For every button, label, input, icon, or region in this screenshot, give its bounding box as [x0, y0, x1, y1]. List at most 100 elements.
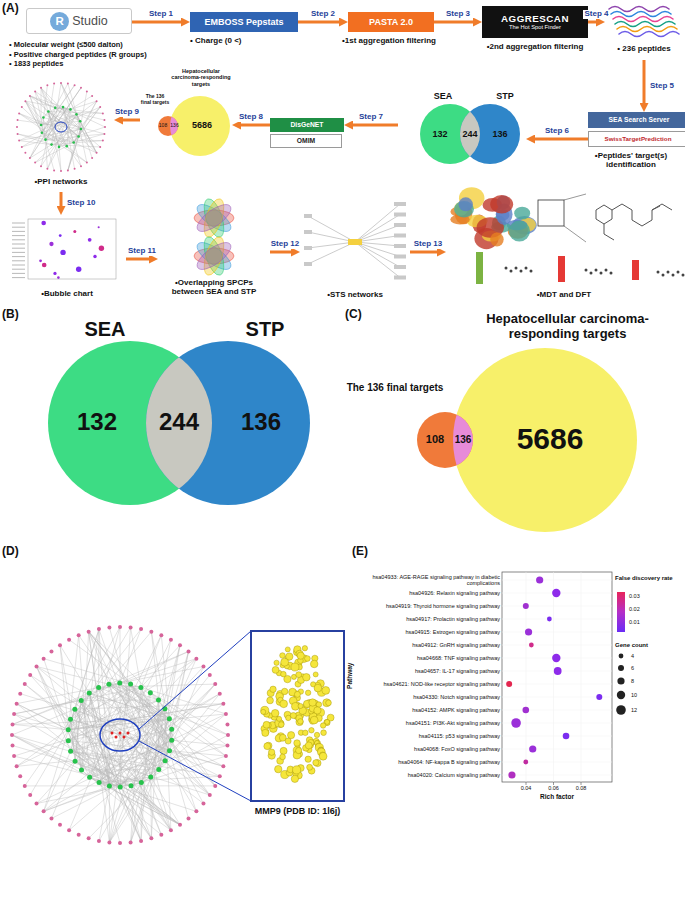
caption-group: • Molecular weight (≤500 dalton)• Positi…	[9, 41, 187, 70]
network-node	[54, 107, 57, 110]
network-edge	[46, 88, 81, 140]
step-label: Step 6	[544, 127, 570, 136]
size-legend-dot	[617, 691, 625, 699]
network-node	[167, 748, 172, 753]
network-node	[75, 113, 78, 116]
network-node	[80, 87, 82, 89]
mini-bubble	[42, 263, 47, 268]
tool-box: PASTA 2.0•1st aggregation filtering	[348, 12, 434, 32]
sts-node	[394, 223, 406, 227]
node-text: 136	[231, 408, 291, 436]
box-label-group: EMBOSS Pepstats	[190, 12, 298, 32]
protein-surface	[509, 221, 530, 242]
protein-atom	[294, 691, 300, 697]
network-node	[15, 702, 19, 706]
network-node	[226, 733, 230, 737]
network-edge	[68, 629, 99, 730]
network-edge	[99, 629, 151, 777]
network-edge	[30, 675, 165, 761]
network-node	[139, 839, 143, 843]
pathway-bubble	[536, 576, 543, 583]
tool-box: AGGRESCANThe Hot Spot Finder•2nd aggrega…	[482, 6, 588, 38]
step-arrow	[60, 192, 63, 208]
panel-letter: (D)	[2, 545, 32, 559]
protein-atom	[268, 749, 274, 755]
pathway-bubble	[554, 667, 562, 675]
network-edge	[70, 96, 92, 109]
tick-label: 0.04	[516, 785, 536, 791]
energy-bar	[476, 252, 483, 284]
pathway-label: hsa04933: AGE-RAGE signaling pathway in …	[360, 574, 500, 587]
protein-atom	[302, 646, 307, 651]
network-edge	[89, 659, 196, 693]
zoom-line	[564, 226, 586, 242]
network-node	[23, 682, 27, 686]
protein-atom	[280, 653, 286, 659]
venn-diagram: Hepatocellular carcinoma-responding targ…	[345, 312, 683, 534]
venn-diagram: Hepatocellular carcinoma-responding targ…	[140, 68, 232, 160]
box-label: SEA Search Server	[609, 116, 670, 124]
protein-atom	[305, 656, 311, 662]
network-node	[187, 816, 191, 820]
network-edge	[170, 666, 204, 750]
grid-line	[502, 606, 612, 607]
chart-thumbnail: •Bubble chart	[8, 215, 126, 303]
network-node	[68, 749, 73, 754]
box-label: DisGeNET	[290, 121, 323, 129]
network-node	[28, 793, 32, 797]
hub-node	[115, 736, 118, 739]
network-edge	[172, 740, 197, 811]
network-node	[12, 712, 16, 716]
protein-atom	[313, 672, 318, 677]
network-edge	[18, 134, 46, 140]
molecule-atom	[677, 271, 680, 274]
network-node	[118, 784, 123, 789]
molecule-atom	[667, 271, 670, 274]
network-node	[10, 733, 14, 737]
sts-link	[308, 216, 355, 242]
molecule-atom	[672, 274, 675, 277]
network-node	[42, 116, 45, 119]
pathway-label: hsa04115: p53 signaling pathway	[360, 733, 500, 739]
node-text: 5686	[500, 422, 600, 457]
network-node	[18, 112, 20, 114]
protein-atom	[280, 754, 286, 760]
node-text: • Molecular weight (≤500 dalton)	[9, 41, 187, 50]
network-node	[194, 657, 198, 661]
network-node	[72, 141, 75, 144]
network-edge	[141, 635, 161, 687]
step-arrow	[270, 251, 293, 254]
mini-axis-label	[12, 235, 25, 236]
network-node	[159, 833, 163, 837]
venn-overlap	[146, 341, 310, 505]
network-edge	[109, 684, 130, 842]
node-text: 5686	[182, 120, 222, 130]
network-node	[46, 168, 48, 170]
network-edge	[70, 719, 223, 766]
database-box: OMIM	[270, 134, 342, 148]
sts-node	[394, 244, 406, 248]
box-label: AGGRESCAN	[501, 13, 569, 24]
grid-line	[553, 572, 554, 782]
network-node	[34, 162, 36, 164]
step-arrow	[588, 21, 598, 24]
network-node	[49, 816, 53, 820]
zoom-line	[564, 194, 586, 200]
node-text: 108	[419, 433, 451, 446]
step-label: Step 10	[66, 199, 96, 208]
protein-atom	[264, 743, 271, 750]
caption-group: •2nd aggregation filtering	[476, 42, 594, 51]
network-edge	[17, 741, 69, 767]
network-node	[40, 87, 42, 89]
protein-atom	[323, 699, 331, 707]
sts-link	[355, 215, 400, 243]
network-node	[218, 692, 222, 696]
axis-title: Pathway	[346, 656, 353, 696]
network-edge	[25, 101, 78, 136]
network-edge	[35, 91, 80, 121]
mini-axis-label	[12, 248, 25, 249]
network-node	[12, 754, 16, 758]
box-label: SwissTargetPrediction	[605, 135, 672, 142]
axis-tick	[553, 782, 554, 785]
protein-atom	[288, 732, 295, 739]
